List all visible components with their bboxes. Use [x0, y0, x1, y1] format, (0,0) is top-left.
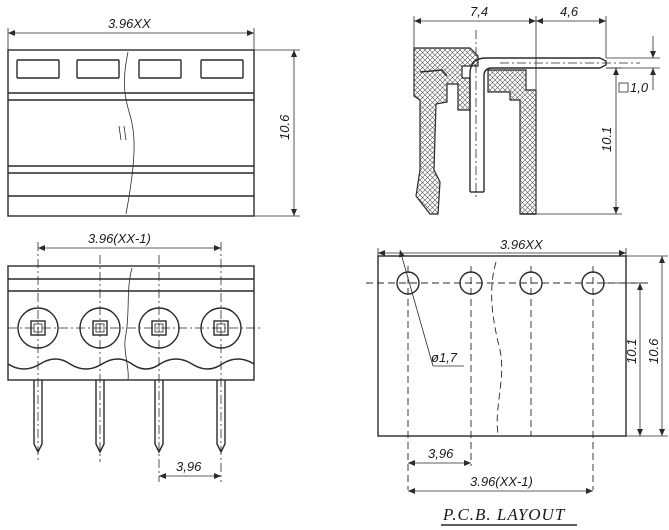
front-span-label: 3.96(XX-1) [88, 231, 151, 246]
break-line [123, 51, 135, 215]
pcb-layout-title: P.C.B. LAYOUT [442, 505, 566, 524]
housing-section [413, 47, 479, 215]
front-pins [33, 380, 226, 454]
clamp-section [487, 69, 537, 215]
top-view-outline [7, 49, 255, 217]
front-view: 3.96(XX-1) 3,96 [7, 231, 262, 482]
side-right-width-label: 4,6 [560, 4, 579, 19]
front-pitch-label: 3,96 [176, 459, 202, 474]
hole-diameter-label: ø1,7 [431, 350, 458, 365]
pcb-span-label: 3.96(XX-1) [470, 474, 533, 489]
pcb-pitch-label: 3,96 [428, 446, 454, 461]
pcb-outline [377, 255, 627, 437]
top-view-slots [16, 59, 244, 79]
square-symbol-icon [618, 82, 629, 93]
top-view: 3.96XX 10.6 [7, 16, 300, 217]
bent-pin-inner [483, 67, 600, 192]
side-height-label: 10.1 [599, 127, 614, 152]
front-view-outline [7, 265, 255, 381]
pcb-layout: 3.96XX ø1,7 10.1 10.6 3,96 3.96(XX-1) P.… [366, 237, 668, 526]
top-width-label: 3.96XX [108, 16, 152, 31]
top-height-label: 10.6 [277, 114, 292, 140]
pcb-height-outer-label: 10.6 [646, 338, 661, 364]
side-view: 7,4 4,6 1,0 10.1 [413, 4, 660, 215]
pin-square-label: 1,0 [630, 80, 649, 95]
bent-pin-outer [469, 57, 600, 192]
pcb-width-label: 3.96XX [500, 237, 544, 252]
side-left-width-label: 7,4 [470, 4, 488, 19]
pcb-height-inner-label: 10.1 [624, 339, 639, 364]
